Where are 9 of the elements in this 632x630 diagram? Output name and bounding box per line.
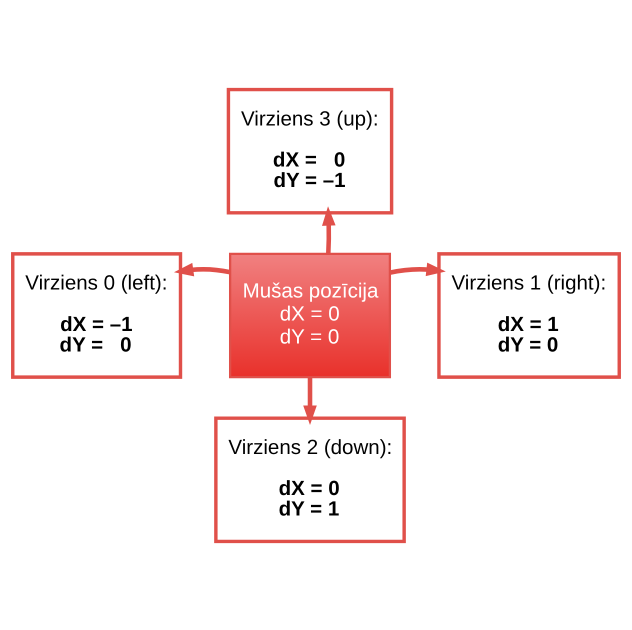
node-box: Virziens 1 (right): dX = 1 dY = 0 <box>437 252 621 378</box>
node-box: Mušas pozīcija dX = 0 dY = 0 <box>229 252 392 378</box>
arrow <box>322 206 336 254</box>
arrow <box>174 262 230 276</box>
node-box: Virziens 2 (down): dX = 0 dY = 1 <box>214 416 406 543</box>
arrow <box>390 262 446 276</box>
node-box: Virziens 3 (up): dX = 0 dY = –1 <box>226 87 394 214</box>
node-box: Virziens 0 (left): dX = –1 dY = 0 <box>11 252 182 378</box>
arrow <box>303 376 317 424</box>
